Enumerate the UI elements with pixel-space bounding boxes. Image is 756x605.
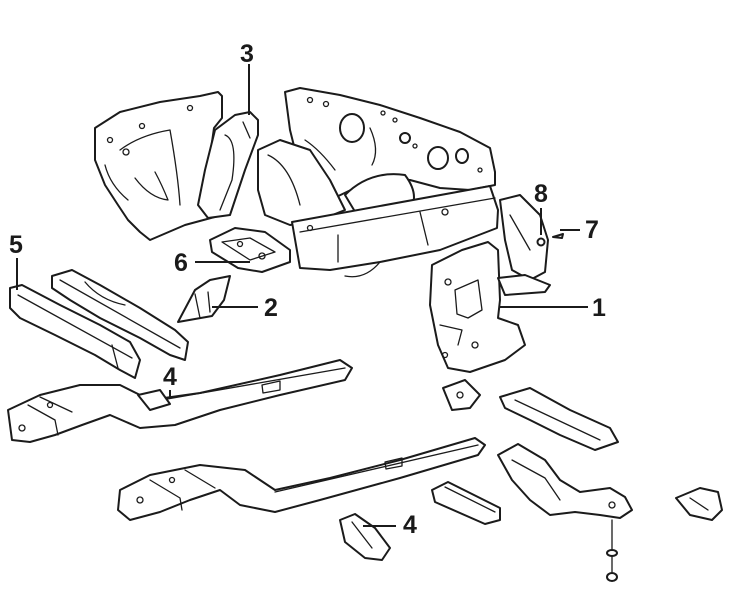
part-6-tray — [209, 227, 291, 273]
callout-4-lower: 4 — [403, 511, 417, 539]
small-bracket — [442, 379, 481, 411]
left-footwell-panel — [94, 91, 223, 241]
part-4-lower-bracket — [339, 513, 391, 561]
callout-7: 7 — [585, 216, 599, 244]
callout-6: 6 — [174, 249, 188, 277]
callout-1: 1 — [592, 294, 606, 322]
far-right-bracket — [675, 487, 723, 521]
part-3-wheelhouse — [197, 111, 259, 219]
fastener-7-8 — [536, 233, 564, 247]
leader-lines — [16, 64, 588, 527]
right-mount-bracket — [497, 194, 551, 296]
lower-right-bracket — [497, 443, 633, 519]
firewall-panel — [284, 87, 496, 206]
curved-rail — [51, 269, 189, 361]
callout-4-upper: 4 — [163, 363, 177, 391]
lower-frame-rail — [117, 437, 486, 521]
part-5-cross-rail — [9, 284, 141, 379]
callout-2: 2 — [264, 294, 278, 322]
channel-piece — [431, 481, 501, 525]
callout-5: 5 — [9, 231, 23, 259]
flat-support-plate — [499, 387, 619, 451]
upper-frame-rail — [7, 359, 353, 443]
part-1-side-panel — [429, 241, 526, 373]
crossmember-beam — [291, 185, 499, 278]
callout-8: 8 — [534, 180, 548, 208]
bolt-stack — [606, 519, 618, 582]
callout-3: 3 — [240, 40, 254, 68]
part-2-gusset — [177, 275, 231, 323]
